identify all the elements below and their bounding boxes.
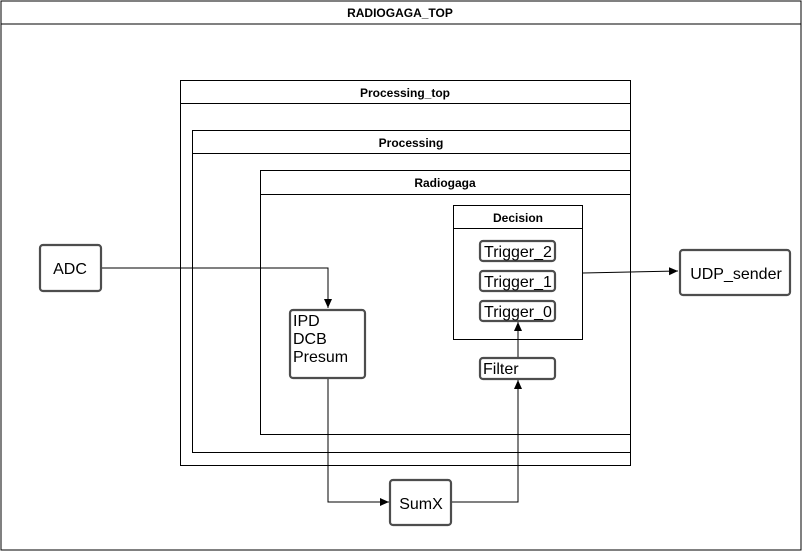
connector-adc-to-ipd (101, 267, 332, 308)
node-trigger-2[interactable]: Trigger_2 (478, 239, 557, 263)
node-sumx-label: SumX (399, 496, 443, 513)
node-presum-line: Presum (293, 349, 348, 366)
connector-decision-to-udp (582, 267, 679, 276)
node-adc[interactable]: ADC (38, 243, 103, 293)
node-trigger-0[interactable]: Trigger_0 (478, 299, 557, 323)
node-ipd-dcb-presum[interactable]: IPD DCB Presum (288, 308, 367, 380)
frame-title-processing: Processing (379, 136, 444, 150)
node-trigger-1[interactable]: Trigger_1 (478, 269, 557, 293)
node-filter[interactable]: Filter (478, 356, 557, 381)
node-trigger-2-label: Trigger_2 (484, 244, 552, 261)
connector-ipd-to-sumx (327, 378, 389, 506)
node-dcb-line: DCB (293, 331, 327, 348)
node-ipd-line: IPD (293, 313, 320, 330)
frame-title-radiogaga: Radiogaga (414, 176, 476, 190)
frame-processing: Processing (192, 130, 631, 453)
frame-title-processing-top: Processing_top (360, 86, 450, 100)
node-udp-sender[interactable]: UDP_sender (678, 248, 792, 297)
node-trigger-0-label: Trigger_0 (484, 304, 552, 321)
node-sumx[interactable]: SumX (388, 478, 453, 527)
frame-processing-top: Processing_top (180, 80, 631, 466)
frame-radiogaga: Radiogaga (260, 170, 631, 435)
node-trigger-1-label: Trigger_1 (484, 274, 552, 291)
connector-sumx-to-filter (451, 380, 522, 503)
node-udp-sender-label: UDP_sender (690, 266, 782, 283)
frame-title-decision: Decision (493, 211, 543, 225)
node-adc-label: ADC (53, 261, 87, 278)
frame-title-top: RADIOGAGA_TOP (347, 6, 453, 20)
node-filter-label: Filter (483, 361, 519, 378)
